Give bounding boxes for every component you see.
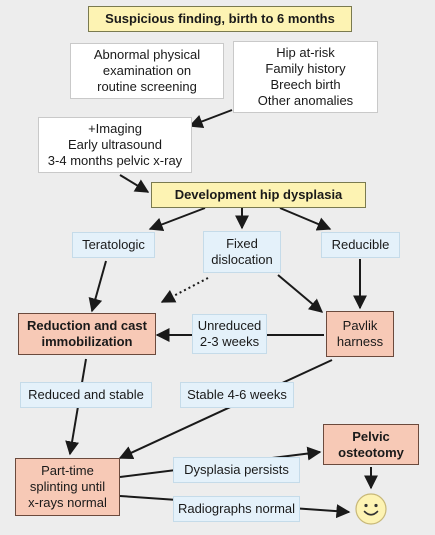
arrow-ddh-to-teratologic <box>148 207 206 232</box>
parttime-splinting-box: Part-time splinting until x-rays normal <box>15 458 120 516</box>
reduction-line-1: Reduction and cast <box>27 318 147 333</box>
pavlik-harness-box: Pavlik harness <box>326 311 394 357</box>
smiley-face-icon <box>355 493 387 525</box>
arrow-ddh-to-reducible <box>279 207 332 231</box>
exam-line-3: routine screening <box>97 79 197 94</box>
pavlik-line-1: Pavlik <box>342 318 378 333</box>
hip-risk-box: Hip at-risk Family history Breech birth … <box>233 41 378 113</box>
reducible-text: Reducible <box>331 237 390 252</box>
imaging-line-1: +Imaging <box>88 121 142 136</box>
fixed-line-2: dislocation <box>211 252 273 267</box>
teratologic-text: Teratologic <box>82 237 145 252</box>
imaging-line-2: Early ultrasound <box>68 137 162 152</box>
risk-line-4: Other anomalies <box>257 93 354 108</box>
pelvic-osteotomy-box: Pelvic osteotomy <box>323 424 419 465</box>
stable-weeks-text: Stable 4-6 weeks <box>187 387 287 402</box>
fixed-line-1: Fixed <box>226 236 258 251</box>
reducible-box: Reducible <box>321 232 400 258</box>
title-text: Suspicious finding, birth to 6 months <box>105 11 335 26</box>
fixed-dislocation-box: Fixed dislocation <box>203 231 281 273</box>
dysplasia-persists-box: Dysplasia persists <box>173 457 300 483</box>
pelvic-line-2: osteotomy <box>338 444 404 460</box>
imaging-box: +Imaging Early ultrasound 3-4 months pel… <box>38 117 192 173</box>
ddh-box: Development hip dysplasia <box>151 182 366 208</box>
imaging-line-3: 3-4 months pelvic x-ray <box>47 153 183 168</box>
stable-weeks-box: Stable 4-6 weeks <box>180 382 294 408</box>
risk-line-2: Family history <box>265 61 346 76</box>
pelvic-line-1: Pelvic <box>352 428 390 444</box>
radiographs-normal-text: Radiographs normal <box>177 501 296 516</box>
reduction-line-2: immobilization <box>41 334 133 349</box>
arrow-imaging-to-ddh <box>119 174 150 193</box>
unreduced-box: Unreduced 2-3 weeks <box>192 314 267 354</box>
unreduced-line-2: 2-3 weeks <box>199 334 260 349</box>
arrow-teratologic-to-reduction <box>88 260 107 313</box>
reduced-stable-box: Reduced and stable <box>20 382 152 408</box>
arrow-risk-to-imaging <box>188 109 233 129</box>
parttime-line-3: x-rays normal <box>28 495 107 510</box>
radiographs-normal-box: Radiographs normal <box>173 496 300 522</box>
exam-line-2: examination on <box>102 63 192 78</box>
abnormal-exam-box: Abnormal physical examination on routine… <box>70 43 224 99</box>
exam-line-1: Abnormal physical <box>93 47 201 62</box>
reduced-stable-text: Reduced and stable <box>28 387 144 402</box>
unreduced-line-1: Unreduced <box>197 318 262 333</box>
teratologic-box: Teratologic <box>72 232 155 258</box>
reduction-cast-box: Reduction and cast immobilization <box>18 313 156 355</box>
risk-line-1: Hip at-risk <box>276 45 335 60</box>
pavlik-line-2: harness <box>336 334 384 349</box>
parttime-line-2: splinting until <box>29 479 106 494</box>
arrow-pavlik-to-parttime <box>118 359 333 460</box>
parttime-line-1: Part-time <box>41 463 94 478</box>
dotted-arrow-fixed-to-reduction <box>160 277 209 303</box>
ddh-text: Development hip dysplasia <box>174 187 343 202</box>
dysplasia-persists-text: Dysplasia persists <box>184 462 289 477</box>
risk-line-3: Breech birth <box>270 77 341 92</box>
title-box: Suspicious finding, birth to 6 months <box>88 6 352 32</box>
arrow-fixed-to-pavlik <box>277 274 324 313</box>
